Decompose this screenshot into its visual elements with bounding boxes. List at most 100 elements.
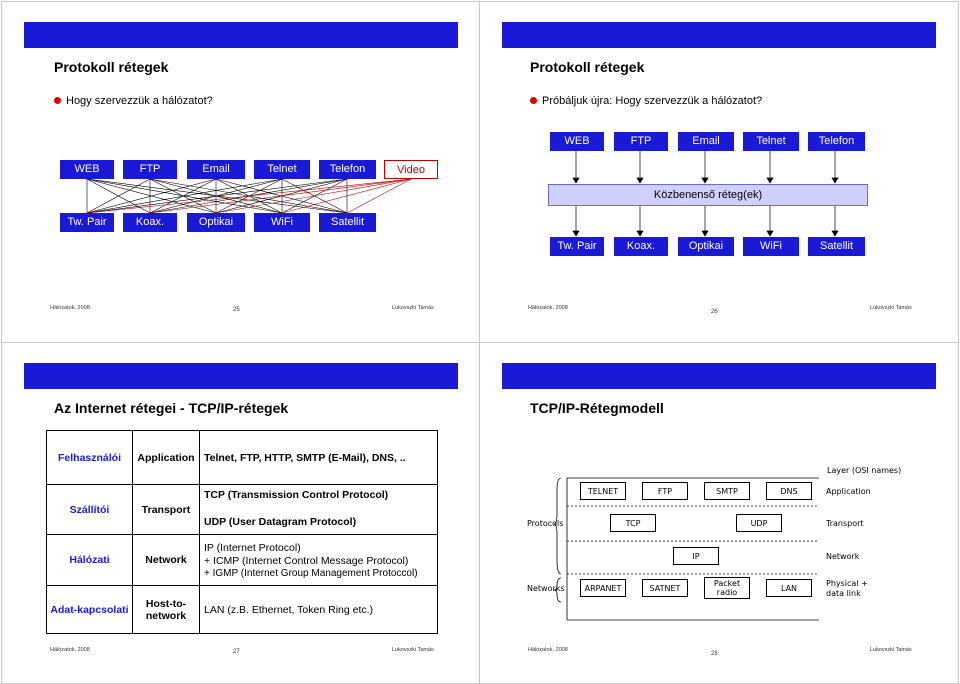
media-box-twpair: Tw. Pair [60, 213, 114, 232]
slide-title: Protokoll rétegek [54, 59, 169, 75]
slide-tcpip-model: TCP/IP-Rétegmodell Hálózatok, 2008 28 Lu… [479, 342, 959, 684]
slide-title: TCP/IP-Rétegmodell [530, 400, 664, 416]
slide-header-bar [24, 22, 458, 48]
app-box-web: WEB [550, 132, 604, 151]
middle-layer-box: Közbenenső réteg(ek) [548, 184, 868, 206]
app-box-telnet: Telnet [254, 160, 310, 179]
connection-line [281, 178, 412, 214]
media-box-twpair: Tw. Pair [550, 237, 604, 256]
connection-line [86, 178, 283, 214]
layer-name-cell: Felhasználói [57, 451, 121, 464]
protocols-cell: LAN (z.B. Ethernet, Token Ring etc.) [204, 603, 374, 616]
osi-label-application: Application [826, 487, 871, 496]
app-box-telnet: Telnet [743, 132, 799, 151]
media-box-koax: Koax. [123, 213, 177, 232]
footer-course: Hálózatok, 2008 [528, 305, 568, 311]
footer-author: Lukovszki Tamás [870, 305, 912, 311]
osi-label-physical: Physical + data link [826, 579, 868, 598]
footer-author: Lukovszki Tamás [870, 647, 912, 653]
app-box-ftp: FTP [123, 160, 177, 179]
app-box-email: Email [187, 160, 245, 179]
bullet-item: Hogy szervezzük a hálózatot? [54, 95, 213, 107]
slide-title: Az Internet rétegei - TCP/IP-rétegek [54, 400, 289, 416]
connection-lines [572, 151, 839, 237]
footer-author: Lukovszki Tamás [392, 647, 434, 653]
slide-header-bar [502, 22, 936, 48]
media-box-optikai: Optikai [678, 237, 734, 256]
app-box-telefon: Telefon [319, 160, 376, 179]
page-number: 27 [233, 649, 240, 655]
protocol-box-ftp: FTP [642, 482, 688, 500]
bullet-dot-icon [54, 97, 61, 104]
connection-line [86, 178, 217, 214]
protocol-box-smtp: SMTP [704, 482, 750, 500]
page-number: 28 [711, 651, 718, 657]
media-box-wifi: WiFi [743, 237, 799, 256]
osi-label-network: Network [826, 552, 860, 561]
network-box-satnet: SATNET [642, 579, 688, 597]
slide-header-bar [502, 363, 936, 389]
osi-label-transport: Transport [826, 519, 864, 528]
layer-english-cell: Transport [141, 503, 191, 516]
media-box-satellit: Satellit [319, 213, 376, 232]
protocols-cell-ip: IP (Internet Protocol) [204, 541, 301, 554]
networks-label: Networks [527, 584, 565, 593]
connection-line [215, 178, 412, 214]
bullet-item: Próbáljuk újra: Hogy szervezzük a hálóza… [530, 95, 762, 107]
layer-name-cell: Szállítói [69, 503, 110, 516]
media-box-satellit: Satellit [808, 237, 865, 256]
tcpip-layer-table: Felhasználói Application Telnet, FTP, HT… [46, 430, 438, 634]
layer-english-cell: Host-to-network [145, 597, 187, 622]
protocols-cell-tcp: TCP (Transmission Control Protocol) [204, 488, 389, 501]
col-divider [132, 431, 133, 633]
page-number: 26 [711, 309, 718, 315]
slide-header-bar [24, 363, 458, 389]
layer-name-cell: Hálózati [69, 554, 110, 566]
protocols-cell-udp: UDP (User Datagram Protocol) [204, 515, 357, 528]
connection-line [86, 178, 412, 214]
footer-course: Hálózatok, 2008 [50, 305, 90, 311]
connection-line [346, 178, 412, 214]
media-box-optikai: Optikai [187, 213, 245, 232]
media-box-koax: Koax. [614, 237, 668, 256]
connection-line [86, 178, 151, 214]
footer-author: Lukovszki Tamás [392, 305, 434, 311]
network-box-arpanet: ARPANET [580, 579, 626, 597]
slide-protocol-layers-1: Protokoll rétegek Hogy szervezzük a háló… [1, 1, 481, 343]
layer-english-cell: Application [137, 451, 195, 464]
protocol-box-tcp: TCP [610, 514, 656, 532]
app-box-video: Video [384, 160, 438, 179]
bullet-text: Hogy szervezzük a hálózatot? [66, 95, 213, 107]
media-box-wifi: WiFi [254, 213, 310, 232]
row-divider [47, 484, 437, 485]
app-box-ftp: FTP [614, 132, 668, 151]
protocol-box-ip: IP [673, 547, 719, 565]
col-divider [199, 431, 200, 633]
app-box-web: WEB [60, 160, 114, 179]
network-box-packet-radio: Packet radio [704, 577, 750, 599]
slide-internet-layers: Az Internet rétegei - TCP/IP-rétegek Hál… [1, 342, 481, 684]
layer-english-cell: Network [145, 554, 187, 566]
protocols-cell-igmp: + IGMP (Internet Group Management Protoc… [204, 568, 418, 579]
protocols-cell: Telnet, FTP, HTTP, SMTP (E-Mail), DNS, .… [204, 451, 406, 464]
connection-line [86, 178, 348, 214]
protocols-cell-icmp: + ICMP (Internet Control Message Protoco… [204, 554, 409, 567]
footer-course: Hálózatok, 2008 [50, 647, 90, 653]
bullet-dot-icon [530, 97, 537, 104]
slide-title: Protokoll rétegek [530, 59, 645, 75]
footer-course: Hálózatok, 2008 [528, 647, 568, 653]
page-number: 25 [233, 307, 240, 313]
connection-lines [86, 178, 412, 214]
protocols-label: Protocols [527, 519, 564, 528]
layer-header: Layer (OSI names) [827, 466, 902, 475]
row-divider [47, 585, 437, 586]
row-divider [47, 534, 437, 535]
app-box-email: Email [678, 132, 734, 151]
bullet-text: Próbáljuk újra: Hogy szervezzük a hálóza… [542, 95, 763, 107]
connection-line [149, 178, 412, 214]
app-box-telefon: Telefon [808, 132, 865, 151]
protocol-box-dns: DNS [766, 482, 812, 500]
layer-name-cell: Adat-kapcsolati [50, 603, 129, 616]
slide-protocol-layers-2: Protokoll rétegek Próbáljuk újra: Hogy s… [479, 1, 959, 343]
network-box-lan: LAN [766, 579, 812, 597]
